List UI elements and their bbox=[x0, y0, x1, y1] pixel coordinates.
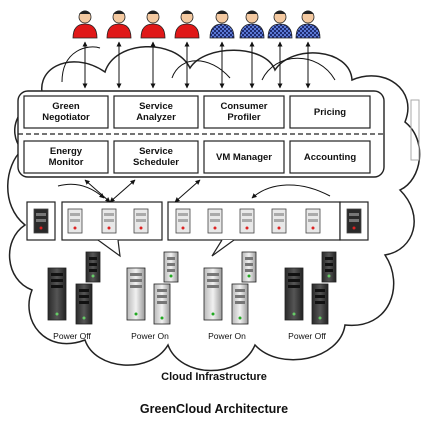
module-box-green-negotiator bbox=[23, 95, 109, 129]
provider-users bbox=[209, 10, 321, 39]
server-tower-icon bbox=[163, 251, 179, 283]
infrastructure-label: Cloud Infrastructure bbox=[161, 371, 267, 383]
vm-group-left-pointer bbox=[97, 239, 121, 258]
person-blue-checked-icon bbox=[239, 10, 265, 39]
vm-icon bbox=[346, 208, 362, 234]
module-box-pricing bbox=[289, 95, 371, 129]
power-state-4: Power Off bbox=[288, 331, 326, 341]
server-tower-icon bbox=[75, 283, 93, 325]
consumer-users bbox=[72, 10, 200, 39]
person-red-icon bbox=[140, 10, 166, 39]
module-box-service-analyzer bbox=[113, 95, 199, 129]
person-blue-checked-icon bbox=[295, 10, 321, 39]
module-pricing: Pricing bbox=[313, 106, 347, 118]
side-glyph bbox=[410, 99, 420, 161]
vm-icon bbox=[101, 208, 117, 234]
person-blue-checked-icon bbox=[209, 10, 235, 39]
vm-icon bbox=[175, 208, 191, 234]
module-consumer-profiler: Consumer Profiler bbox=[220, 101, 268, 123]
person-red-icon bbox=[174, 10, 200, 39]
power-state-1: Power Off bbox=[53, 331, 91, 341]
user-connections bbox=[61, 41, 336, 89]
module-service-scheduler: Service Scheduler bbox=[133, 146, 179, 168]
module-box-energy-monitor bbox=[23, 140, 109, 174]
physical-servers bbox=[47, 251, 337, 325]
vm-icon bbox=[33, 208, 49, 234]
server-tower-icon bbox=[321, 251, 337, 283]
vm-icon bbox=[67, 208, 83, 234]
module-box-service-scheduler bbox=[113, 140, 199, 174]
module-green-negotiator: Green Negotiator bbox=[42, 101, 90, 123]
vm-icon bbox=[207, 208, 223, 234]
module-box-consumer-profiler bbox=[203, 95, 285, 129]
module-accounting: Accounting bbox=[303, 151, 357, 163]
person-blue-checked-icon bbox=[267, 10, 293, 39]
vm-icon bbox=[271, 208, 287, 234]
server-tower-icon bbox=[126, 267, 146, 321]
module-energy-monitor: Energy Monitor bbox=[48, 146, 84, 168]
person-red-icon bbox=[72, 10, 98, 39]
person-red-icon bbox=[106, 10, 132, 39]
vm-connections bbox=[57, 179, 331, 203]
server-tower-icon bbox=[153, 283, 171, 325]
module-service-analyzer: Service Analyzer bbox=[136, 101, 176, 123]
vm-icons bbox=[33, 208, 362, 234]
vm-group-right-pointer bbox=[211, 239, 235, 257]
server-tower-icon bbox=[231, 283, 249, 325]
diagram-caption: GreenCloud Architecture bbox=[139, 402, 289, 416]
module-vm-manager: VM Manager bbox=[216, 151, 272, 163]
server-tower-icon bbox=[284, 267, 304, 321]
module-box-vm-manager bbox=[203, 140, 285, 174]
power-state-2: Power On bbox=[131, 331, 169, 341]
server-tower-icon bbox=[47, 267, 67, 321]
vm-icon bbox=[305, 208, 321, 234]
vm-icon bbox=[133, 208, 149, 234]
vm-icon bbox=[239, 208, 255, 234]
module-box-accounting bbox=[289, 140, 371, 174]
power-state-3: Power On bbox=[208, 331, 246, 341]
server-tower-icon bbox=[241, 251, 257, 283]
module-boxes bbox=[23, 95, 371, 174]
server-tower-icon bbox=[203, 267, 223, 321]
server-tower-icon bbox=[311, 283, 329, 325]
server-tower-icon bbox=[85, 251, 101, 283]
